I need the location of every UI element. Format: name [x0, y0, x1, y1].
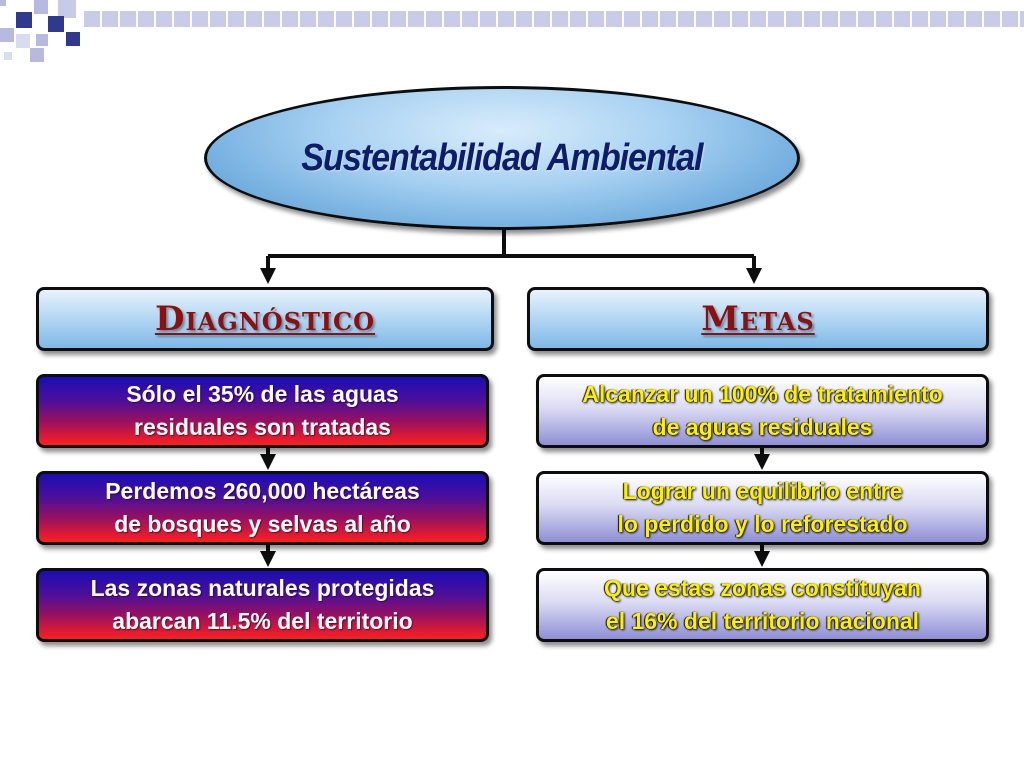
diagnostico-item-2: Perdemos 260,000 hectáreas de bosques y …	[36, 471, 489, 545]
decor-square	[36, 34, 48, 46]
item-line: Alcanzar un 100% de tratamiento	[582, 381, 943, 407]
diagram-title: Sustentabilidad Ambiental	[301, 136, 703, 179]
decor-square	[0, 28, 14, 42]
item-line: abarcan 11.5% del territorio	[112, 608, 413, 634]
decor-square	[16, 34, 30, 48]
header-diagnostico-label: Diagnóstico	[154, 299, 376, 339]
decor-square	[58, 0, 76, 18]
title-ellipse: Sustentabilidad Ambiental	[204, 86, 800, 230]
header-metas-label: Metas	[701, 299, 815, 339]
item-line: Sólo el 35% de las aguas	[126, 381, 399, 407]
item-line: Que estas zonas constituyan	[604, 575, 921, 601]
decor-square	[0, 0, 6, 6]
item-line: Lograr un equilibrio entre	[622, 478, 903, 504]
item-line: de aguas residuales	[652, 414, 873, 440]
item-line: residuales son tratadas	[134, 414, 391, 440]
header-diagnostico: Diagnóstico	[36, 287, 494, 351]
item-line: Las zonas naturales protegidas	[90, 575, 435, 601]
item-line: de bosques y selvas al año	[114, 511, 411, 537]
decor-square	[30, 48, 44, 62]
item-line: lo perdido y lo reforestado	[617, 511, 908, 537]
diagnostico-item-3: Las zonas naturales protegidas abarcan 1…	[36, 568, 489, 642]
decor-square	[4, 52, 12, 60]
metas-item-2: Lograr un equilibrio entre lo perdido y …	[536, 471, 989, 545]
decor-square-bar	[84, 11, 1024, 27]
item-line: el 16% del territorio nacional	[605, 608, 920, 634]
decor-square	[48, 16, 64, 32]
decor-square	[34, 0, 48, 14]
item-line: Perdemos 260,000 hectáreas	[105, 478, 420, 504]
metas-item-3: Que estas zonas constituyan el 16% del t…	[536, 568, 989, 642]
decor-square	[66, 32, 80, 46]
metas-item-1: Alcanzar un 100% de tratamiento de aguas…	[536, 374, 989, 448]
header-metas: Metas	[527, 287, 989, 351]
diagnostico-item-1: Sólo el 35% de las aguas residuales son …	[36, 374, 489, 448]
decor-square	[16, 12, 32, 28]
